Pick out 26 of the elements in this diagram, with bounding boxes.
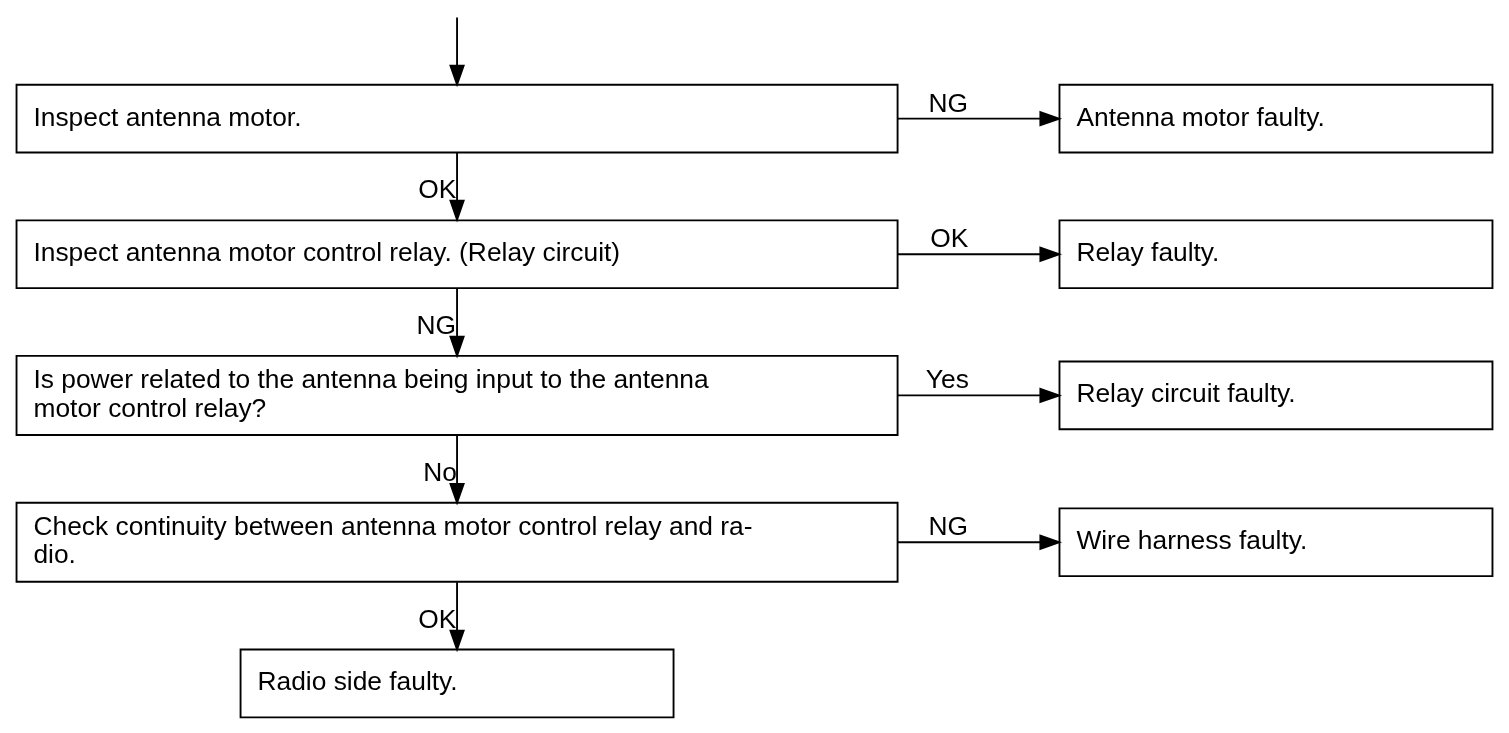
edge-label: OK bbox=[930, 223, 969, 254]
node-box: Check continuity between antenna motor control relay and ra- dio. bbox=[15, 501, 899, 583]
arrow bbox=[896, 110, 1063, 127]
arrow bbox=[896, 534, 1063, 551]
node-box: Relay faulty. bbox=[1058, 219, 1494, 290]
arrow bbox=[449, 16, 465, 88]
node-box: Inspect antenna motor control relay. (Relay circuit) bbox=[15, 219, 899, 290]
arrow bbox=[449, 581, 465, 653]
node-box: Relay circuit faulty. bbox=[1058, 360, 1494, 431]
edge-label: OK bbox=[418, 603, 457, 634]
edge-label: NG bbox=[928, 87, 969, 118]
node-box: Wire harness faulty. bbox=[1058, 507, 1494, 578]
arrow bbox=[896, 246, 1063, 263]
node-box: Is power related to the antenna being input to the antenna motor control relay? bbox=[15, 354, 899, 436]
edge-label: OK bbox=[418, 173, 457, 204]
arrow bbox=[449, 434, 465, 506]
edge-label: NG bbox=[416, 309, 457, 340]
edge-label: NG bbox=[928, 511, 969, 542]
arrow bbox=[449, 287, 465, 359]
node-box: Radio side faulty. bbox=[239, 648, 675, 719]
node-box: Inspect antenna motor. bbox=[15, 83, 899, 154]
node-box: Antenna motor faulty. bbox=[1058, 83, 1494, 154]
arrow bbox=[896, 387, 1063, 404]
arrow bbox=[449, 151, 465, 223]
edge-label: Yes bbox=[925, 364, 969, 395]
edge-label: No bbox=[423, 456, 457, 487]
